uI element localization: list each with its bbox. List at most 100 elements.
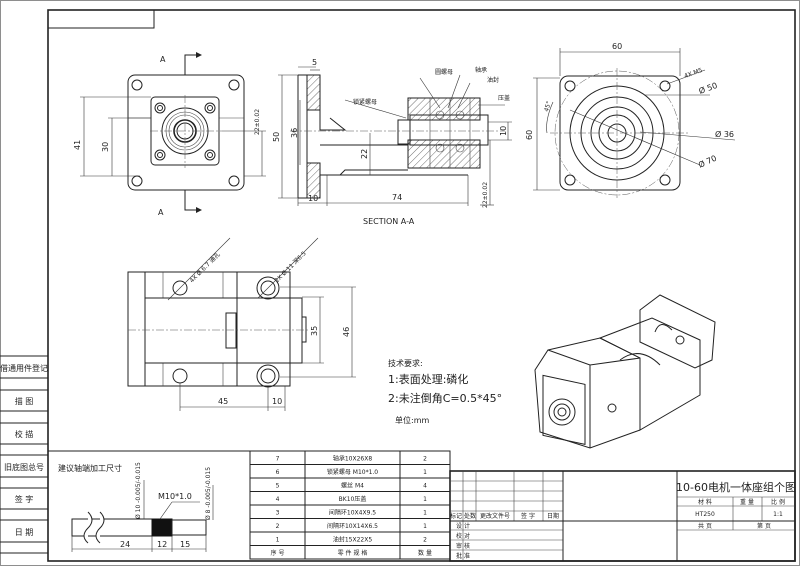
- strip-label: 借通用件登记: [0, 363, 48, 373]
- dim-41: 41: [73, 140, 82, 150]
- dim-22-tol: 22±0.02: [482, 182, 489, 208]
- top-view: 35 46 45 10 4X Ø 6.7 通孔 2X Ø 11 深6.5: [127, 237, 356, 411]
- label-oil-seal: 油封: [487, 76, 499, 84]
- bom-item-qty: 4: [423, 483, 427, 490]
- bom-item-name: 间隔环10X4X9.5: [329, 509, 376, 517]
- label-gland: 压盖: [498, 94, 510, 102]
- bom-item-qty: 2: [423, 537, 427, 544]
- bom-item-number: 7: [276, 456, 280, 463]
- section-mark: A: [160, 55, 166, 64]
- bom-header-number: 序 号: [271, 549, 285, 557]
- label-bearing: 轴承: [475, 66, 487, 74]
- holes-small-note: 4X Ø 6.7 通孔: [188, 251, 222, 285]
- dim-10-bottom: 10: [308, 194, 318, 203]
- dim-50: 50: [272, 132, 281, 142]
- rev-header: 处数: [464, 512, 476, 520]
- sign-row-label: 校 对: [456, 532, 470, 540]
- dia-8: Ø 8 -0.005/-0.015: [205, 467, 212, 520]
- dim-30: 30: [101, 142, 110, 152]
- title-block: 10-60电机一体座组个图 材 料 重 量 比 例 HT250 1:1 共 页 …: [449, 470, 796, 562]
- bom-item-name: 轴承10X26X8: [333, 455, 372, 463]
- dim-35: 35: [310, 326, 319, 336]
- dim-46: 46: [342, 327, 351, 337]
- bom-item-qty: 1: [423, 510, 427, 517]
- bom-item-number: 5: [276, 483, 280, 490]
- label-lock-nut: 锁紧螺母: [353, 98, 377, 106]
- bom-item-name: 锁紧螺母 M10*1.0: [327, 468, 378, 476]
- bom-item-name: 间隔环10X14X6.5: [327, 522, 378, 530]
- bom-header-name: 零 件 规 格: [338, 549, 368, 557]
- total-pages: 共 页: [698, 522, 712, 530]
- thread-note: M10*1.0: [158, 492, 192, 501]
- isometric-view: [534, 294, 716, 449]
- dim-10: 10: [272, 397, 282, 406]
- scale-label: 比 例: [771, 498, 785, 506]
- tech-line-2: 2:未注倒角C=0.5*45°: [388, 391, 502, 405]
- dim-22-tol: 22±0.02: [254, 109, 261, 135]
- bom-item-number: 3: [276, 510, 280, 517]
- bom-item-qty: 1: [423, 469, 427, 476]
- shaft-detail: 建议轴端加工尺寸 Ø 10 -0.005/-0.015 M10*1.0 Ø 8 …: [58, 462, 214, 552]
- dim-36: 36: [290, 128, 299, 138]
- dia-10: Ø 10 -0.005/-0.015: [135, 462, 142, 519]
- dim-60-left: 60: [525, 130, 534, 140]
- side-view: 60 60 4X M5 45° Ø 50 Ø 36 Ø 70: [525, 42, 736, 198]
- section-mark: A: [158, 208, 164, 217]
- bom-item-number: 2: [276, 523, 280, 530]
- bom-item-number: 1: [276, 537, 280, 544]
- bom-item-qty: 1: [423, 496, 427, 503]
- strip-label: 签 字: [15, 494, 34, 504]
- bom-header-qty: 数 量: [418, 549, 432, 557]
- tech-requirements: 技术要求: 1:表面处理:磷化 2:未注倒角C=0.5*45° 单位:mm: [388, 358, 502, 425]
- scale-value: 1:1: [773, 511, 783, 518]
- angle-45: 45°: [543, 100, 553, 112]
- tech-line-1: 1:表面处理:磷化: [388, 372, 468, 386]
- dim-10-right: 10: [499, 126, 508, 136]
- bom-item-number: 4: [276, 496, 280, 503]
- section-title: SECTION A-A: [363, 217, 415, 226]
- shaft-detail-title: 建议轴端加工尺寸: [58, 463, 122, 473]
- bom-item-name: BK10压盖: [339, 495, 367, 503]
- dia-70: Ø 70: [697, 153, 718, 170]
- section-view: 5 50 36 22 10 74 10 22±0.02 锁紧螺母 圆螺母 轴承 …: [272, 58, 512, 226]
- dim-22: 22: [360, 149, 369, 159]
- drawing-title: 10-60电机一体座组个图: [676, 480, 796, 494]
- side-strip: 借通用件登记 描 图 校 描 旧底图总号 签 字 日 期: [0, 355, 48, 554]
- top-left-code-box: [47, 9, 155, 29]
- strip-label: 描 图: [15, 396, 34, 406]
- dim-12: 12: [157, 540, 167, 549]
- bom-item-number: 6: [276, 469, 280, 476]
- dim-60-top: 60: [612, 42, 622, 51]
- sign-row-label: 设 计: [456, 522, 470, 530]
- bom-item-qty: 2: [423, 456, 427, 463]
- rev-header: 标记: [450, 512, 462, 520]
- strip-label: 旧底图总号: [4, 462, 44, 472]
- sign-row-label: 审 核: [456, 542, 470, 550]
- dim-74: 74: [392, 193, 402, 202]
- dim-24: 24: [120, 540, 130, 549]
- dia-36: Ø 36: [715, 129, 734, 139]
- rev-header: 日期: [547, 512, 559, 520]
- material-value: HT250: [695, 511, 715, 518]
- bom-item-name: 螺丝 M4: [341, 482, 364, 490]
- bom-item-qty: 1: [423, 523, 427, 530]
- strip-label: 日 期: [15, 528, 34, 537]
- dim-45: 45: [218, 397, 228, 406]
- label-round-nut: 圆螺母: [435, 68, 453, 76]
- holes-note: 4X M5: [683, 67, 703, 80]
- dim-15: 15: [180, 540, 190, 549]
- strip-label: 校 描: [15, 429, 34, 439]
- rev-header: 更改文件号: [480, 512, 510, 520]
- dia-50: Ø 50: [697, 80, 718, 96]
- page-number: 第 页: [757, 522, 771, 530]
- dim-5: 5: [312, 58, 317, 67]
- material-label: 材 料: [698, 498, 712, 506]
- tech-title: 技术要求:: [388, 358, 423, 368]
- rev-header: 签 字: [521, 512, 535, 520]
- weight-label: 重 量: [740, 498, 754, 506]
- drawing-frame: [47, 9, 796, 562]
- sign-row-label: 批 准: [456, 552, 470, 560]
- bom-item-name: 油封15X22X5: [333, 536, 372, 544]
